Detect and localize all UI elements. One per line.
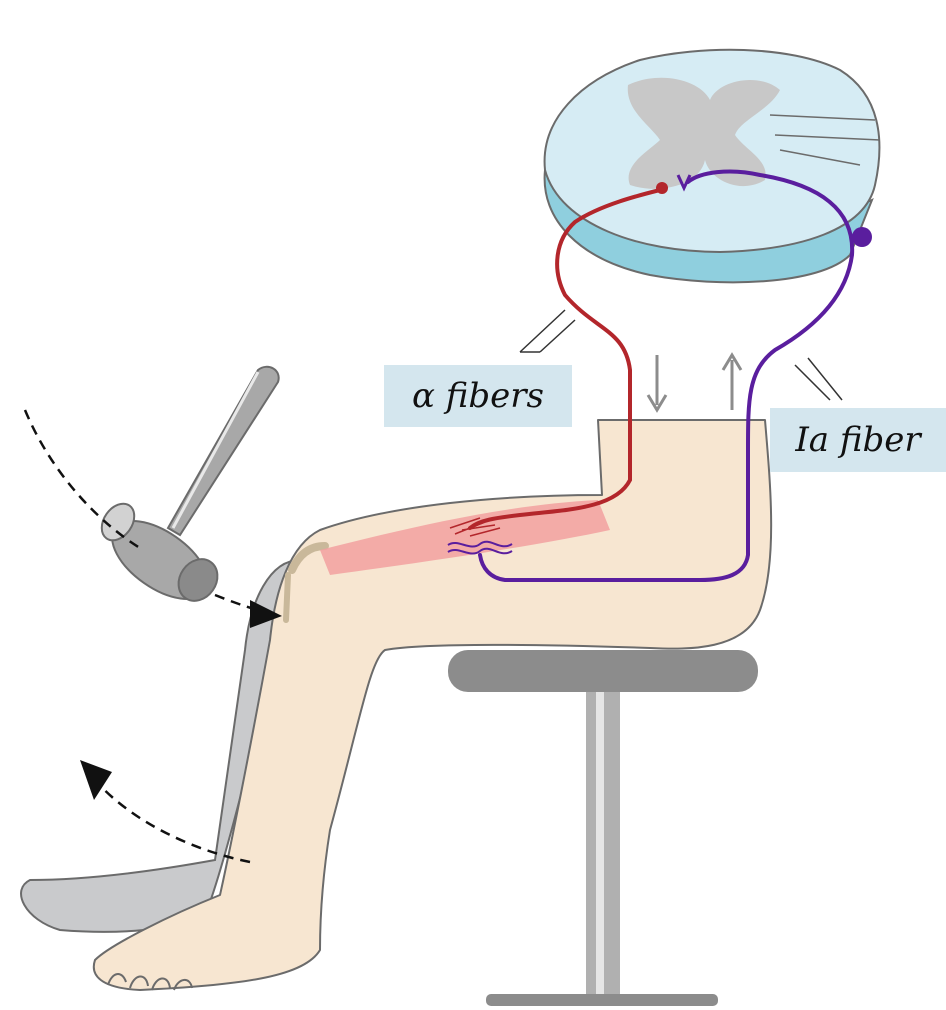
spinal-cord <box>545 50 880 283</box>
hammer-swing-arrow <box>25 410 282 628</box>
ia-fiber-label-text: Ia fiber <box>795 420 920 460</box>
signal-direction-arrows <box>648 355 741 410</box>
reflex-hammer-icon <box>95 367 279 615</box>
stool-icon <box>448 650 758 1006</box>
ia-fiber-label: Ia fiber <box>770 408 946 472</box>
alpha-fibers-label-text: α fibers <box>412 376 544 416</box>
alpha-fibers-label: α fibers <box>384 365 572 427</box>
